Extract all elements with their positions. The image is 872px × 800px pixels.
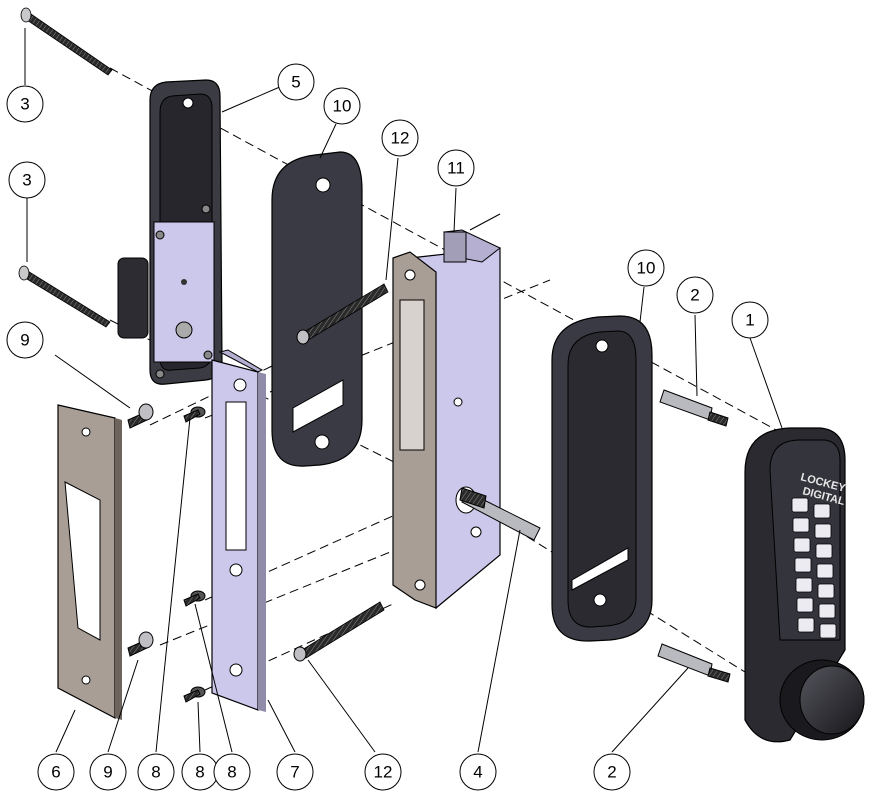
callout-balloon: 12 <box>364 753 402 791</box>
callout-balloon: 4 <box>459 753 497 791</box>
callout-balloon: 11 <box>437 149 475 187</box>
knob <box>779 659 865 741</box>
long-bolt-lower <box>293 601 385 662</box>
callout-balloon: 1 <box>731 301 769 339</box>
callout-circle <box>593 753 631 791</box>
callout-circle <box>277 63 315 101</box>
callout-number: 4 <box>473 763 482 782</box>
keypad-button <box>794 557 812 573</box>
callout-balloon: 9 <box>89 753 127 791</box>
callout-circle <box>459 753 497 791</box>
callout-number: 3 <box>20 95 29 114</box>
keypad-button <box>791 497 809 513</box>
spindle <box>459 487 541 541</box>
faceplate-left <box>57 404 122 720</box>
callout-number: 10 <box>637 259 656 278</box>
callout-number: 3 <box>22 171 31 190</box>
leader-lines <box>24 28 783 753</box>
callout-circle <box>731 301 769 339</box>
long-screw-middle <box>18 265 111 328</box>
callout-circle <box>381 119 419 157</box>
gasket-right <box>551 315 653 642</box>
callout-balloon: 8 <box>137 753 175 791</box>
callout-balloon: 8 <box>213 753 251 791</box>
callout-circle <box>437 149 475 187</box>
callout-number: 8 <box>195 763 204 782</box>
keypad-button <box>818 603 836 619</box>
callout-number: 7 <box>290 763 299 782</box>
gasket-left <box>271 151 363 467</box>
callout-number: 11 <box>447 159 465 178</box>
screw-8-mid <box>183 590 206 607</box>
callout-number: 2 <box>690 286 699 305</box>
callout-number: 12 <box>391 129 410 148</box>
keypad-button <box>796 597 814 613</box>
callout-balloon: 10 <box>323 87 361 125</box>
keypad-button <box>816 563 834 579</box>
screw-9-lower <box>127 631 154 657</box>
callout-circle <box>213 753 251 791</box>
callout-balloon: 10 <box>627 249 665 287</box>
callout-circle <box>8 161 46 199</box>
standoff-lower <box>657 643 731 683</box>
keypad-button <box>813 503 831 519</box>
callout-balloon: 9 <box>6 321 44 359</box>
callout-balloon: 2 <box>593 753 631 791</box>
callout-number: 8 <box>151 763 160 782</box>
keypad-button <box>814 523 832 539</box>
callout-circle <box>89 753 127 791</box>
screw-8-top <box>183 406 206 423</box>
keypad-button <box>793 537 811 553</box>
keypad-buttons <box>791 497 837 639</box>
callout-circle <box>6 85 44 123</box>
standoff-upper <box>659 389 729 427</box>
long-screw-top <box>20 7 113 76</box>
callout-number: 5 <box>291 73 300 92</box>
long-bolt-upper <box>296 283 389 345</box>
callout-balloon: 8 <box>181 753 219 791</box>
callout-number: 6 <box>51 763 60 782</box>
callout-balloon: 6 <box>37 753 75 791</box>
keypad-button <box>795 577 813 593</box>
callout-circle <box>364 753 402 791</box>
callout-number: 8 <box>227 763 236 782</box>
callout-balloon: 5 <box>277 63 315 101</box>
callout-circle <box>37 753 75 791</box>
keypad-button <box>819 623 837 639</box>
callout-number: 9 <box>20 331 29 350</box>
callout-number: 10 <box>333 97 352 116</box>
strike-plate <box>211 349 266 712</box>
callout-number: 2 <box>607 763 616 782</box>
keypad-button <box>815 543 833 559</box>
callout-number: 9 <box>103 763 112 782</box>
callout-circle <box>137 753 175 791</box>
callout-circle <box>323 87 361 125</box>
keypad-button <box>817 583 835 599</box>
latch-body <box>392 213 501 610</box>
callout-number: 12 <box>374 763 393 782</box>
screw-8-bottom <box>183 686 206 703</box>
callout-balloon: 2 <box>676 276 714 314</box>
screw-9-upper <box>127 403 154 429</box>
callout-balloon: 3 <box>8 161 46 199</box>
callout-circle <box>276 753 314 791</box>
callout-circle <box>676 276 714 314</box>
callout-balloon: 7 <box>276 753 314 791</box>
keypad-button <box>797 617 815 633</box>
keypad-button <box>792 517 810 533</box>
callout-balloon: 12 <box>381 119 419 157</box>
callout-circle <box>6 321 44 359</box>
callout-circle <box>627 249 665 287</box>
callout-number: 1 <box>745 311 754 330</box>
callout-balloon: 3 <box>6 85 44 123</box>
back-housing <box>117 79 223 385</box>
keypad-unit: LOCKEY DIGITAL <box>744 427 865 743</box>
